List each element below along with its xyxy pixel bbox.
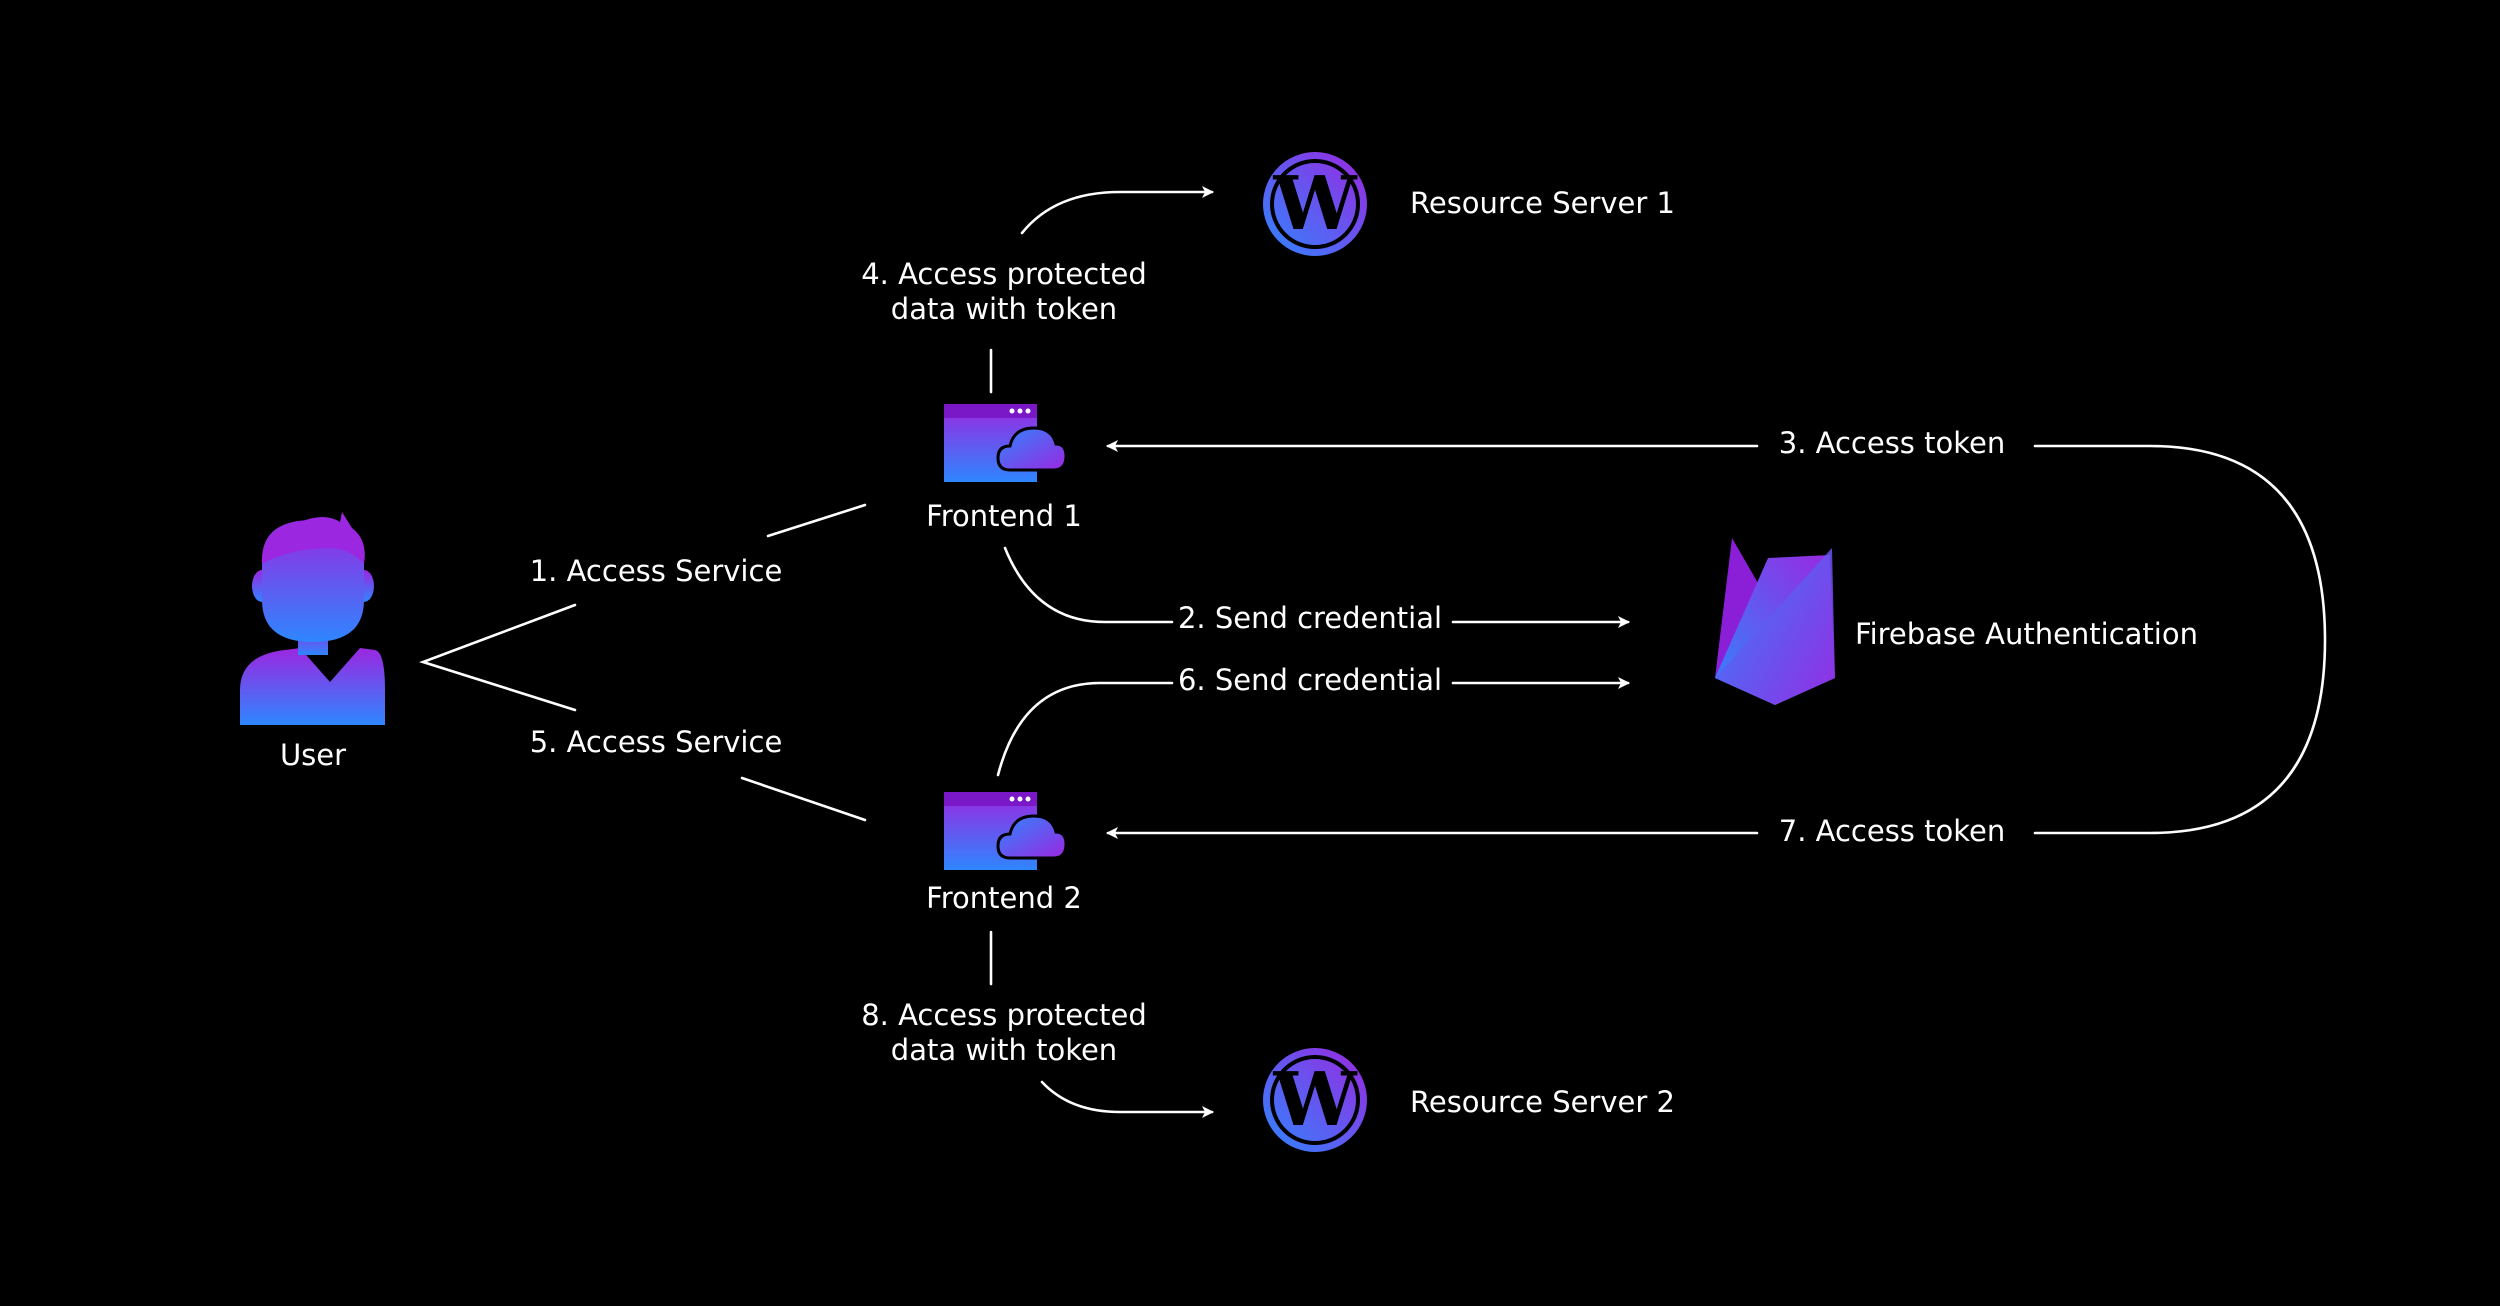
step5-line-right <box>740 776 867 822</box>
firebase-icon <box>1715 538 1835 705</box>
step8-label-line1: 8. Access protected <box>861 998 1147 1032</box>
step2-label: 2. Send credential <box>1178 601 1442 635</box>
step8-arrow <box>1040 1080 1214 1118</box>
firebase-label: Firebase Authentication <box>1855 617 2198 651</box>
step6-label: 6. Send credential <box>1178 663 1442 697</box>
user-icon <box>240 512 385 725</box>
svg-text:W: W <box>1272 1057 1357 1143</box>
resource2-wordpress-icon: W <box>1263 1048 1367 1152</box>
user-to-frontend-connector <box>419 603 577 712</box>
step4-label-line1: 4. Access protected <box>861 257 1147 291</box>
svg-text:W: W <box>1272 161 1357 247</box>
step3-label: 3. Access token <box>1779 426 2005 460</box>
resource2-label: Resource Server 2 <box>1410 1085 1675 1119</box>
step4-arrow <box>1020 186 1214 235</box>
frontend1-label: Frontend 1 <box>926 499 1082 533</box>
step6-curve <box>996 681 1174 777</box>
step7-label: 7. Access token <box>1779 814 2005 848</box>
step2-curve <box>1003 546 1174 624</box>
frontend2-browser-cloud-icon <box>944 792 1068 870</box>
step5-label: 5. Access Service <box>530 725 783 759</box>
frontend1-browser-cloud-icon <box>944 404 1068 482</box>
user-label: User <box>280 738 346 772</box>
step8-label-line2: data with token <box>891 1033 1117 1067</box>
step1-line-right <box>766 503 867 538</box>
token-return-loop <box>2033 444 2327 835</box>
frontend2-label: Frontend 2 <box>926 881 1082 915</box>
step4-label-line2: data with token <box>891 292 1117 326</box>
resource1-wordpress-icon: W <box>1263 152 1367 256</box>
resource1-label: Resource Server 1 <box>1410 186 1675 220</box>
step1-label: 1. Access Service <box>530 554 783 588</box>
